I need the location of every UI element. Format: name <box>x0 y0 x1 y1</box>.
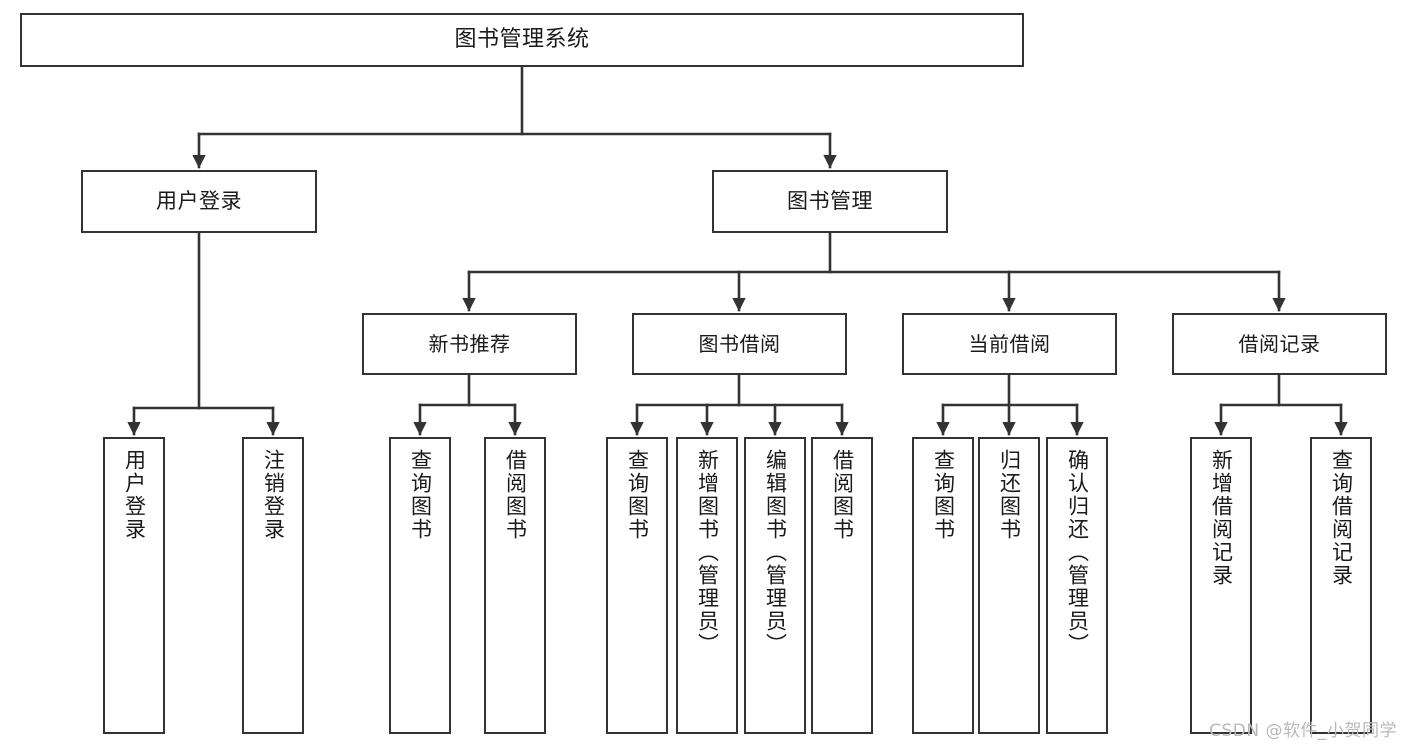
node-book-borrow[interactable]: 图书借阅 <box>632 313 847 375</box>
node-user-login-label: 用户登录 <box>156 188 242 213</box>
node-leaf-logout[interactable]: 注销登录 <box>242 437 304 734</box>
node-leaf-return-book-label: 归还图书 <box>997 449 1022 541</box>
node-leaf-return-book[interactable]: 归还图书 <box>978 437 1040 734</box>
node-leaf-add-record[interactable]: 新增借阅记录 <box>1190 437 1252 734</box>
watermark: CSDN @软件_小贺同学 <box>1209 721 1397 741</box>
node-borrow-record-label: 借阅记录 <box>1238 331 1321 356</box>
node-borrow-record[interactable]: 借阅记录 <box>1172 313 1387 375</box>
node-leaf-edit-book[interactable]: 编辑图书（管理员） <box>744 437 806 734</box>
node-leaf-query-book-2-label: 查询图书 <box>625 449 650 541</box>
node-leaf-query-book-3-label: 查询图书 <box>931 449 956 541</box>
node-book-management-label: 图书管理 <box>787 188 873 213</box>
node-leaf-query-book-2[interactable]: 查询图书 <box>606 437 668 734</box>
node-leaf-query-book-1[interactable]: 查询图书 <box>389 437 451 734</box>
node-leaf-logout-label: 注销登录 <box>261 449 286 541</box>
node-leaf-confirm-return[interactable]: 确认归还（管理员） <box>1046 437 1108 734</box>
node-new-book-recommend[interactable]: 新书推荐 <box>362 313 577 375</box>
node-leaf-query-record[interactable]: 查询借阅记录 <box>1310 437 1372 734</box>
node-current-borrow-label: 当前借阅 <box>968 331 1051 356</box>
node-root[interactable]: 图书管理系统 <box>20 13 1024 67</box>
node-leaf-confirm-return-label: 确认归还（管理员） <box>1065 449 1090 656</box>
node-root-label: 图书管理系统 <box>454 26 590 52</box>
node-leaf-user-login[interactable]: 用户登录 <box>103 437 165 734</box>
node-leaf-user-login-label: 用户登录 <box>122 449 147 541</box>
node-leaf-borrow-book-1[interactable]: 借阅图书 <box>484 437 546 734</box>
node-leaf-query-book-3[interactable]: 查询图书 <box>912 437 974 734</box>
node-new-book-recommend-label: 新书推荐 <box>428 331 511 356</box>
node-leaf-query-record-label: 查询借阅记录 <box>1329 449 1354 587</box>
node-leaf-add-record-label: 新增借阅记录 <box>1209 449 1234 587</box>
node-leaf-query-book-1-label: 查询图书 <box>408 449 433 541</box>
node-leaf-add-book-label: 新增图书（管理员） <box>695 449 720 656</box>
node-user-login[interactable]: 用户登录 <box>81 170 317 233</box>
node-leaf-borrow-book-1-label: 借阅图书 <box>503 449 528 541</box>
node-leaf-borrow-book-2[interactable]: 借阅图书 <box>811 437 873 734</box>
node-leaf-add-book[interactable]: 新增图书（管理员） <box>676 437 738 734</box>
node-book-management[interactable]: 图书管理 <box>712 170 948 233</box>
node-leaf-borrow-book-2-label: 借阅图书 <box>830 449 855 541</box>
node-current-borrow[interactable]: 当前借阅 <box>902 313 1117 375</box>
node-leaf-edit-book-label: 编辑图书（管理员） <box>763 449 788 656</box>
node-book-borrow-label: 图书借阅 <box>698 331 781 356</box>
